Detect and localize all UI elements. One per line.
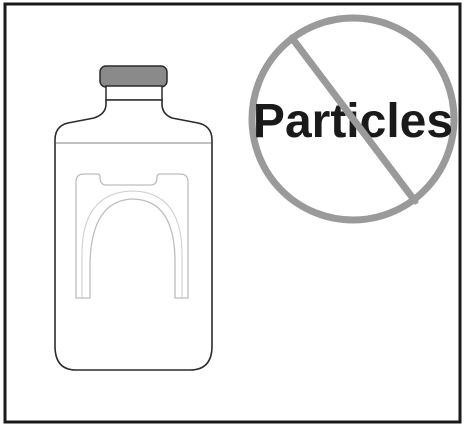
vial-neck: [106, 86, 162, 100]
no-symbol-icon: Particles: [252, 18, 454, 220]
vial-cap: [100, 66, 167, 87]
